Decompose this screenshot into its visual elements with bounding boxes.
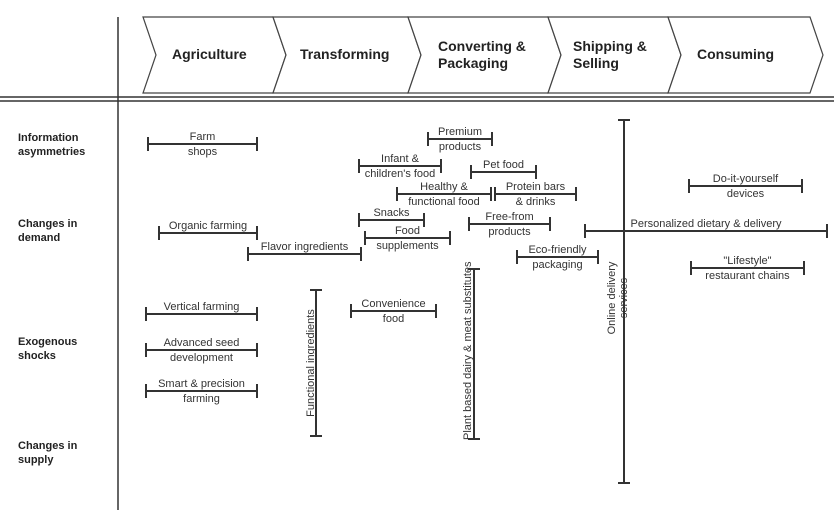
vertical-range-label: Functional ingredients [305, 309, 317, 417]
range-label: Flavor ingredients [260, 241, 349, 253]
range-bar: Premium products [427, 126, 493, 153]
row-exogenous-shocks: Exogenous shocks [18, 336, 78, 362]
range-label: Convenience [361, 298, 426, 310]
range-bar: Protein bars & drinks [494, 181, 577, 208]
range-label: restaurant chains [705, 270, 790, 282]
range-bar: Food supplements [364, 225, 451, 252]
range-label: Farm [189, 131, 216, 143]
range-label: Protein bars [505, 181, 566, 193]
range-label: "Lifestyle" [723, 255, 772, 267]
range-label: Infant & [381, 153, 419, 165]
range-label: Free-from [485, 211, 534, 223]
range-label: Snacks [373, 207, 410, 219]
stage-transforming: Transforming [300, 46, 390, 62]
range-label: Food [394, 225, 421, 237]
range-bar: Organic farming [158, 220, 258, 240]
range-label: Advanced seed [163, 337, 240, 349]
vertical-range-bar [468, 268, 480, 440]
range-bar: Farm shops [147, 131, 258, 158]
range-label: development [170, 352, 233, 364]
range-bar: Advanced seed development [145, 337, 258, 364]
range-label: products [488, 226, 531, 238]
range-label: products [438, 141, 482, 153]
range-label: food [382, 313, 405, 325]
stage-converting-packaging: Converting & Packaging [438, 38, 526, 71]
range-bar: Convenience food [350, 298, 437, 325]
range-bar: Snacks [358, 207, 425, 227]
row-changes-in-demand: Changes in demand [18, 218, 78, 244]
vertical-range-label: Plant based dairy & meat substitutes [462, 261, 474, 440]
range-bar: Eco-friendly packaging [516, 244, 599, 271]
range-label: Vertical farming [163, 301, 240, 313]
range-label: Organic farming [168, 220, 248, 232]
range-label: Do-it-yourself [712, 173, 779, 185]
range-label: & drinks [515, 196, 556, 208]
range-label: packaging [532, 259, 583, 271]
stage-chevron [667, 16, 824, 94]
range-bar: Pet food [470, 159, 537, 179]
range-label: Pet food [483, 159, 524, 171]
vertical-range-bar [618, 119, 630, 484]
range-label: functional food [408, 196, 480, 208]
row-changes-in-supply: Changes in supply [18, 440, 78, 466]
row-information-asymmetries: Information asymmetries [18, 132, 86, 158]
range-bar: Do-it-yourself devices [688, 173, 803, 200]
vertical-range-label: Online delivery services [606, 261, 630, 334]
range-label: Eco-friendly [528, 244, 587, 256]
range-label: farming [183, 393, 220, 405]
range-bar: Smart & precision farming [145, 378, 258, 405]
stage-agriculture: Agriculture [172, 46, 247, 62]
vertical-range-bar [310, 289, 322, 437]
range-label: Personalized dietary & delivery [630, 218, 782, 230]
range-bar: Vertical farming [145, 301, 258, 321]
stage-shipping-selling: Shipping & Selling [573, 38, 647, 71]
range-bar: Healthy & functional food [396, 181, 492, 208]
range-label: devices [726, 188, 765, 200]
range-bar: Personalized dietary & delivery [584, 218, 828, 238]
range-label: Healthy & [420, 181, 468, 193]
stage-consuming: Consuming [697, 46, 774, 62]
range-bar: Infant & children's food [358, 153, 442, 180]
range-label: children's food [364, 168, 436, 180]
range-label: Smart & precision [158, 378, 245, 390]
range-label: supplements [376, 240, 439, 252]
range-label: shops [187, 146, 218, 158]
range-bar: Flavor ingredients [247, 241, 362, 261]
range-label: Premium [437, 126, 482, 138]
range-bar: Free-from products [468, 211, 551, 238]
range-bar: "Lifestyle" restaurant chains [690, 255, 805, 282]
